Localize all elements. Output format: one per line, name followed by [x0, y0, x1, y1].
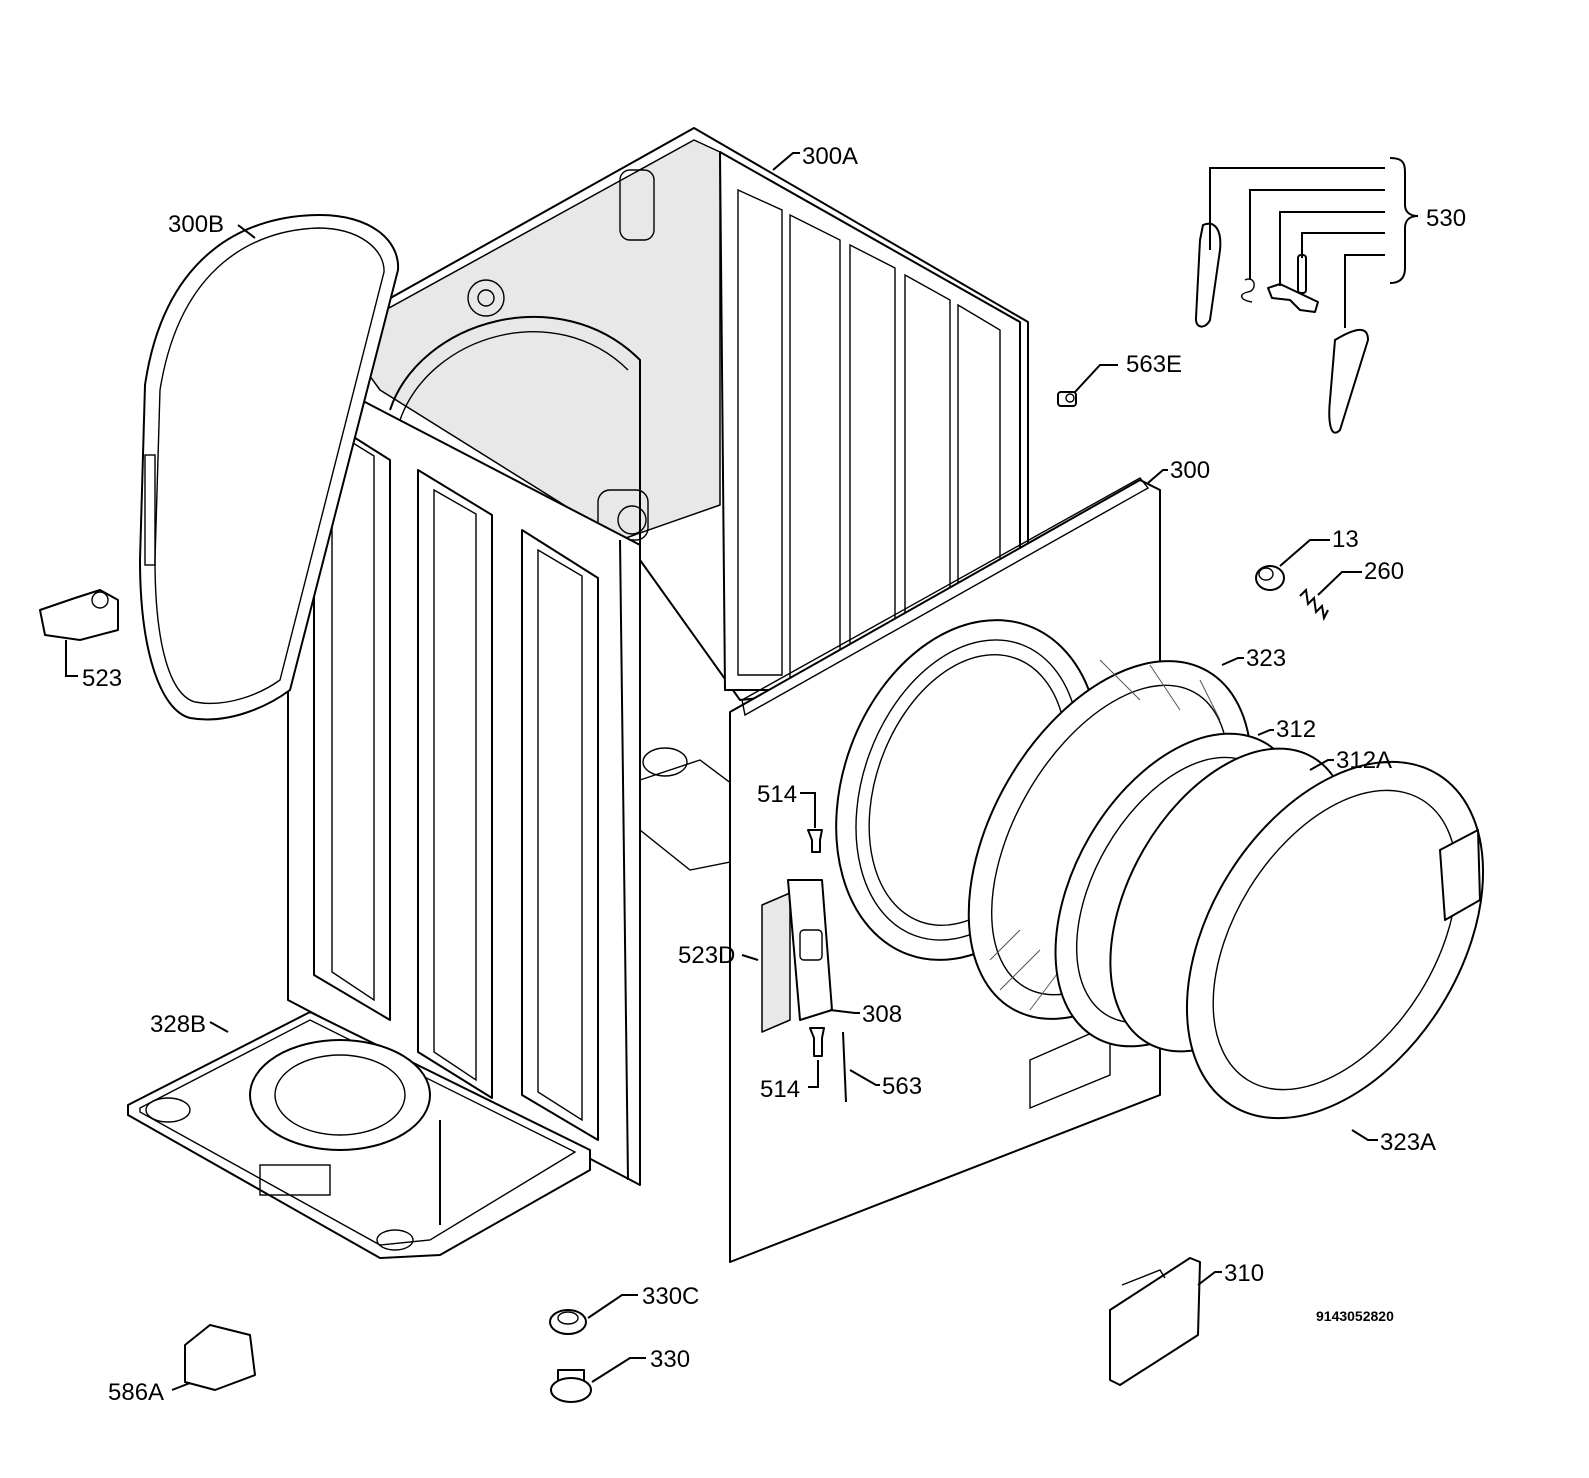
callout-13: 13 — [1332, 526, 1359, 553]
foot-330C — [549, 1309, 587, 1335]
callout-300B: 300B — [168, 211, 224, 238]
callout-530: 530 — [1426, 205, 1466, 232]
screws — [807, 829, 847, 1103]
callout-labels: 300A 300B 530 563E 300 13 260 523 323 31… — [82, 143, 1466, 1406]
rear-cover-ring — [139, 214, 400, 721]
callout-514-upper: 514 — [757, 781, 797, 808]
spring-260 — [1299, 587, 1329, 622]
callout-523D: 523D — [678, 942, 735, 969]
door-hinge — [761, 879, 833, 1033]
cabinet-rear-frame — [327, 127, 1029, 871]
callout-323A: 323A — [1380, 1129, 1436, 1156]
filter-door-310 — [1109, 1257, 1201, 1386]
document-number: 9143052820 — [1316, 1308, 1394, 1324]
bracket-523 — [39, 589, 119, 641]
foot-330 — [550, 1369, 592, 1403]
callout-563: 563 — [882, 1073, 922, 1100]
callout-523: 523 — [82, 665, 122, 692]
callout-586A: 586A — [108, 1379, 164, 1406]
callout-330C: 330C — [642, 1283, 699, 1310]
leader-lines — [65, 152, 1419, 1391]
bracket-586A — [184, 1324, 256, 1391]
callout-514-lower: 514 — [760, 1076, 800, 1103]
sensor-563E — [1057, 391, 1077, 407]
callout-308: 308 — [862, 1001, 902, 1028]
callout-312: 312 — [1276, 716, 1316, 743]
base-plate — [127, 1011, 591, 1259]
door-outer-ring-323A — [1185, 760, 1485, 1120]
bushing-13 — [1255, 565, 1285, 591]
callout-300: 300 — [1170, 457, 1210, 484]
door-lock-kit-530 — [1194, 222, 1369, 434]
callout-323: 323 — [1246, 645, 1286, 672]
callout-328B: 328B — [150, 1011, 206, 1038]
cabinet-left-side-panel — [287, 361, 641, 1186]
callout-563E: 563E — [1126, 351, 1182, 378]
callout-300A: 300A — [802, 143, 858, 170]
callout-312A: 312A — [1336, 747, 1392, 774]
callout-310: 310 — [1224, 1260, 1264, 1287]
callout-330: 330 — [650, 1346, 690, 1373]
callout-260: 260 — [1364, 558, 1404, 585]
